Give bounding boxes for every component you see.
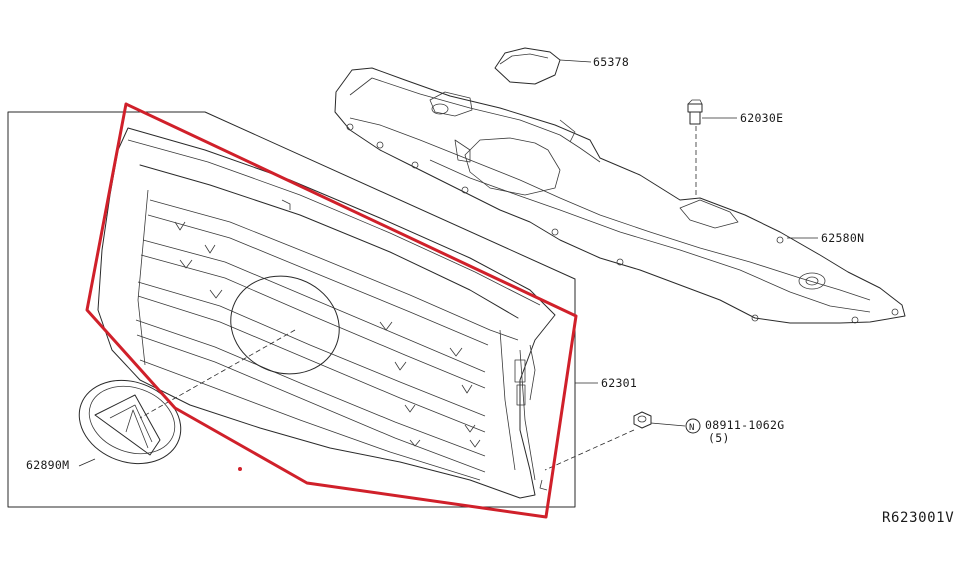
nut-prefix-circle — [685, 418, 701, 434]
nut-prefix-label: N — [689, 423, 695, 433]
front-grille — [97, 127, 556, 499]
grille-label: 62301 — [601, 376, 637, 390]
cap-label: 65378 — [593, 55, 629, 69]
cap-part — [494, 47, 592, 85]
highlight-marker-dot — [238, 467, 242, 471]
emblem-label: 62890M — [26, 458, 69, 472]
clip-part — [687, 99, 737, 198]
emblem-guide-line — [139, 329, 296, 419]
grille-emblem-mount — [230, 275, 340, 375]
reference-code: R623001V — [882, 510, 954, 526]
nut-qty-label: (5) — [708, 431, 730, 445]
nut-part-label: 08911-1062G — [705, 418, 784, 432]
assembly-frame — [7, 111, 576, 508]
nut-part — [544, 411, 701, 471]
emblem-part — [78, 379, 182, 467]
assembly-frame-top — [127, 111, 576, 280]
clip-label: 62030E — [740, 111, 783, 125]
cover-label: 62580N — [821, 231, 864, 245]
grille-highlight-outline — [85, 102, 578, 519]
radiator-core-cover — [334, 67, 906, 324]
